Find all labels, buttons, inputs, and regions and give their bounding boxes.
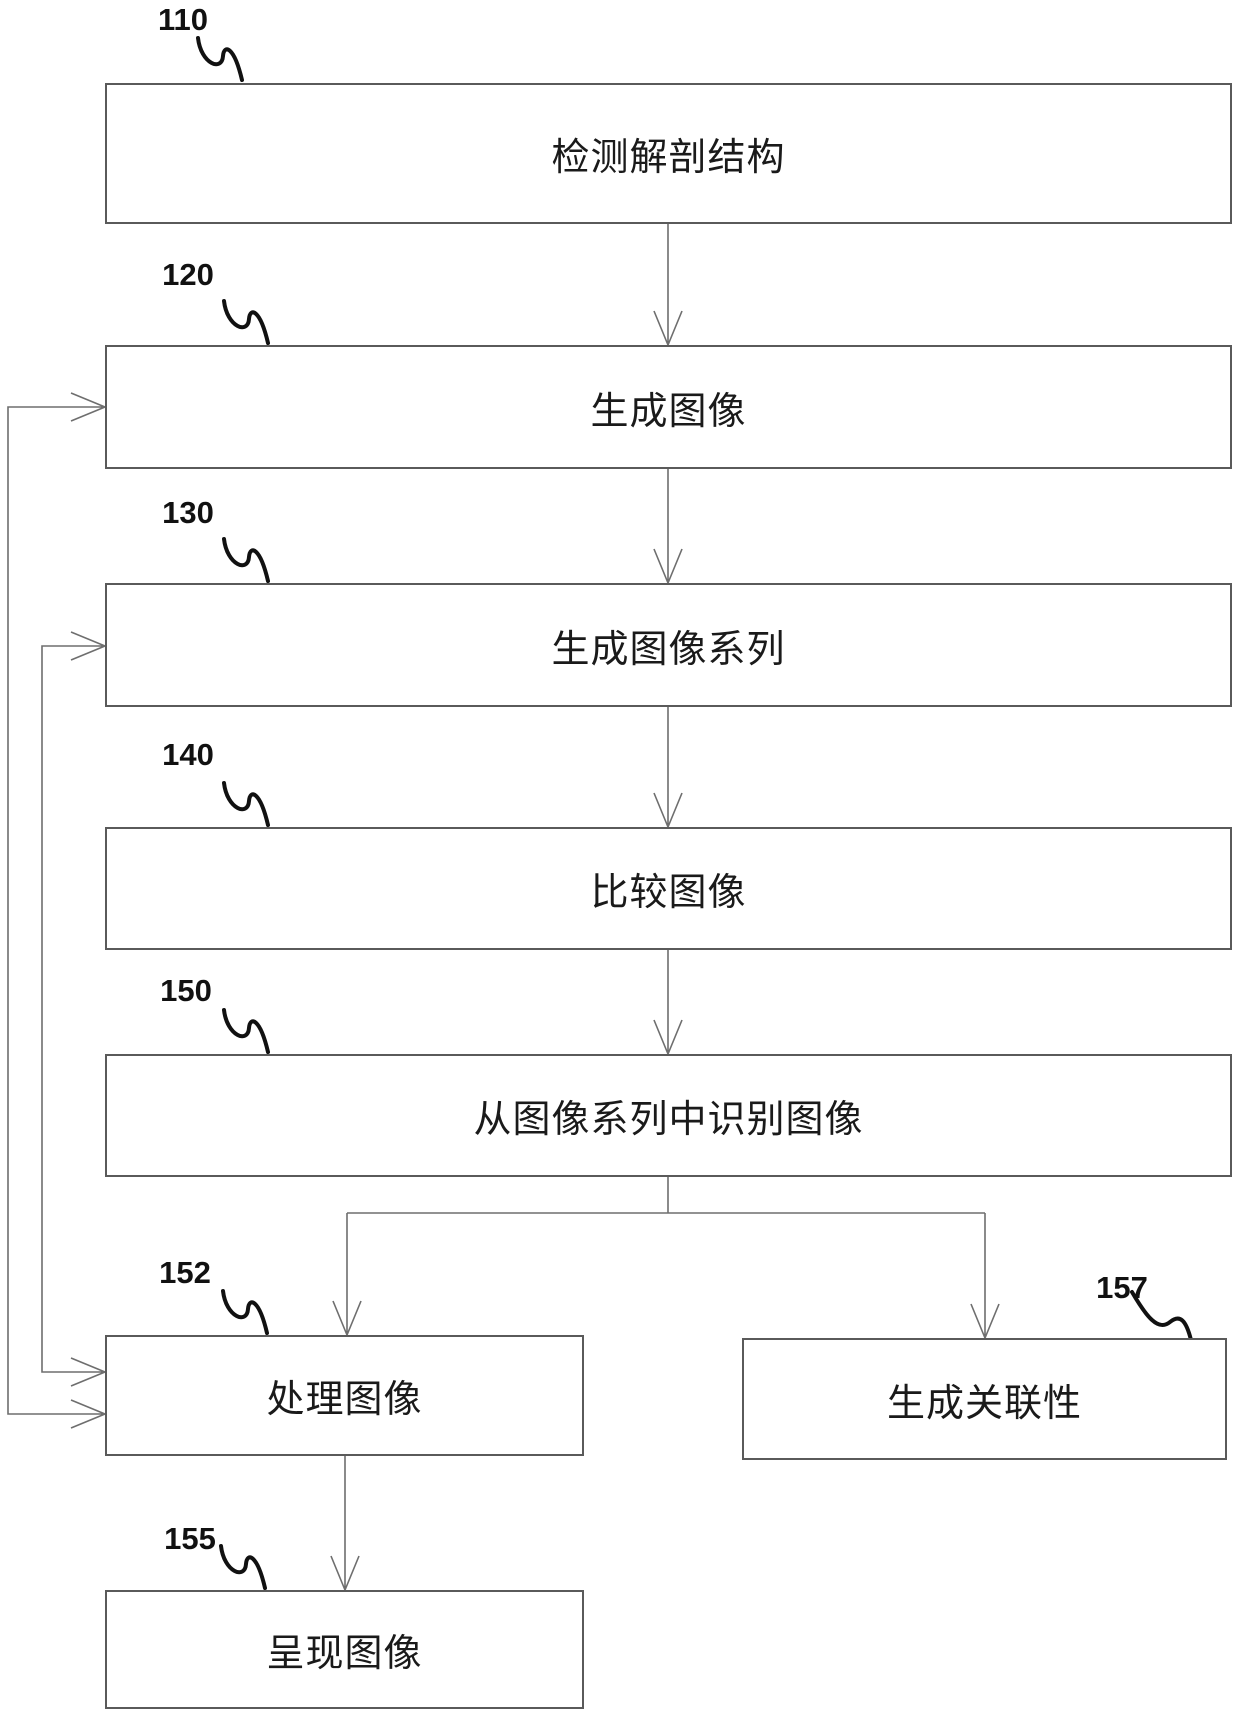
leader-line-157 — [1130, 1290, 1193, 1342]
ref-label-130: 130 — [162, 495, 214, 530]
ref-label-110: 110 — [157, 2, 208, 37]
ref-label-157: 157 — [1096, 1270, 1148, 1305]
ref-label-152: 152 — [159, 1255, 211, 1290]
arrow-150-to-157 — [970, 1213, 1000, 1339]
arrow-152-to-155 — [330, 1456, 360, 1591]
flow-box-150-text: 从图像系列中识别图像 — [473, 1097, 864, 1141]
flow-box-140-text: 比较图像 — [590, 870, 747, 914]
ref-label-120: 120 — [162, 257, 214, 292]
arrow-120-to-130 — [653, 469, 683, 584]
flow-box-110-text: 检测解剖结构 — [551, 135, 786, 179]
flow-box-140: 比较图像 — [105, 827, 1232, 950]
arrow-110-to-120 — [653, 224, 683, 346]
leader-line-152 — [221, 1289, 269, 1335]
ref-label-150: 150 — [160, 973, 212, 1008]
flow-box-110: 检测解剖结构 — [105, 83, 1232, 224]
flow-box-152-text: 处理图像 — [266, 1377, 423, 1421]
flow-box-155-text: 呈现图像 — [266, 1631, 423, 1675]
flow-box-130: 生成图像系列 — [105, 583, 1232, 707]
flow-box-130-text: 生成图像系列 — [551, 626, 786, 671]
flow-box-120: 生成图像 — [105, 345, 1232, 469]
leader-line-155 — [219, 1544, 267, 1590]
ref-label-155: 155 — [164, 1521, 216, 1556]
leader-line-110 — [196, 36, 244, 82]
arrow-150-to-152 — [332, 1213, 362, 1336]
split-line-150 — [347, 1177, 985, 1214]
ref-label-140: 140 — [162, 737, 214, 772]
leader-line-150 — [222, 1008, 270, 1054]
flow-box-155: 呈现图像 — [105, 1590, 584, 1709]
feedback-line-152-120 — [7, 392, 106, 1429]
flow-box-120-text: 生成图像 — [590, 388, 747, 433]
leader-line-120 — [222, 299, 270, 345]
feedback-line-152-130 — [41, 631, 106, 1387]
arrow-140-to-150 — [653, 950, 683, 1055]
leader-line-140 — [222, 781, 270, 827]
flow-box-152: 处理图像 — [105, 1335, 584, 1456]
arrow-130-to-140 — [653, 707, 683, 828]
flow-box-157-text: 生成关联性 — [886, 1380, 1082, 1425]
flow-box-157: 生成关联性 — [742, 1338, 1227, 1460]
flow-box-150: 从图像系列中识别图像 — [105, 1054, 1232, 1177]
leader-line-130 — [222, 537, 270, 583]
